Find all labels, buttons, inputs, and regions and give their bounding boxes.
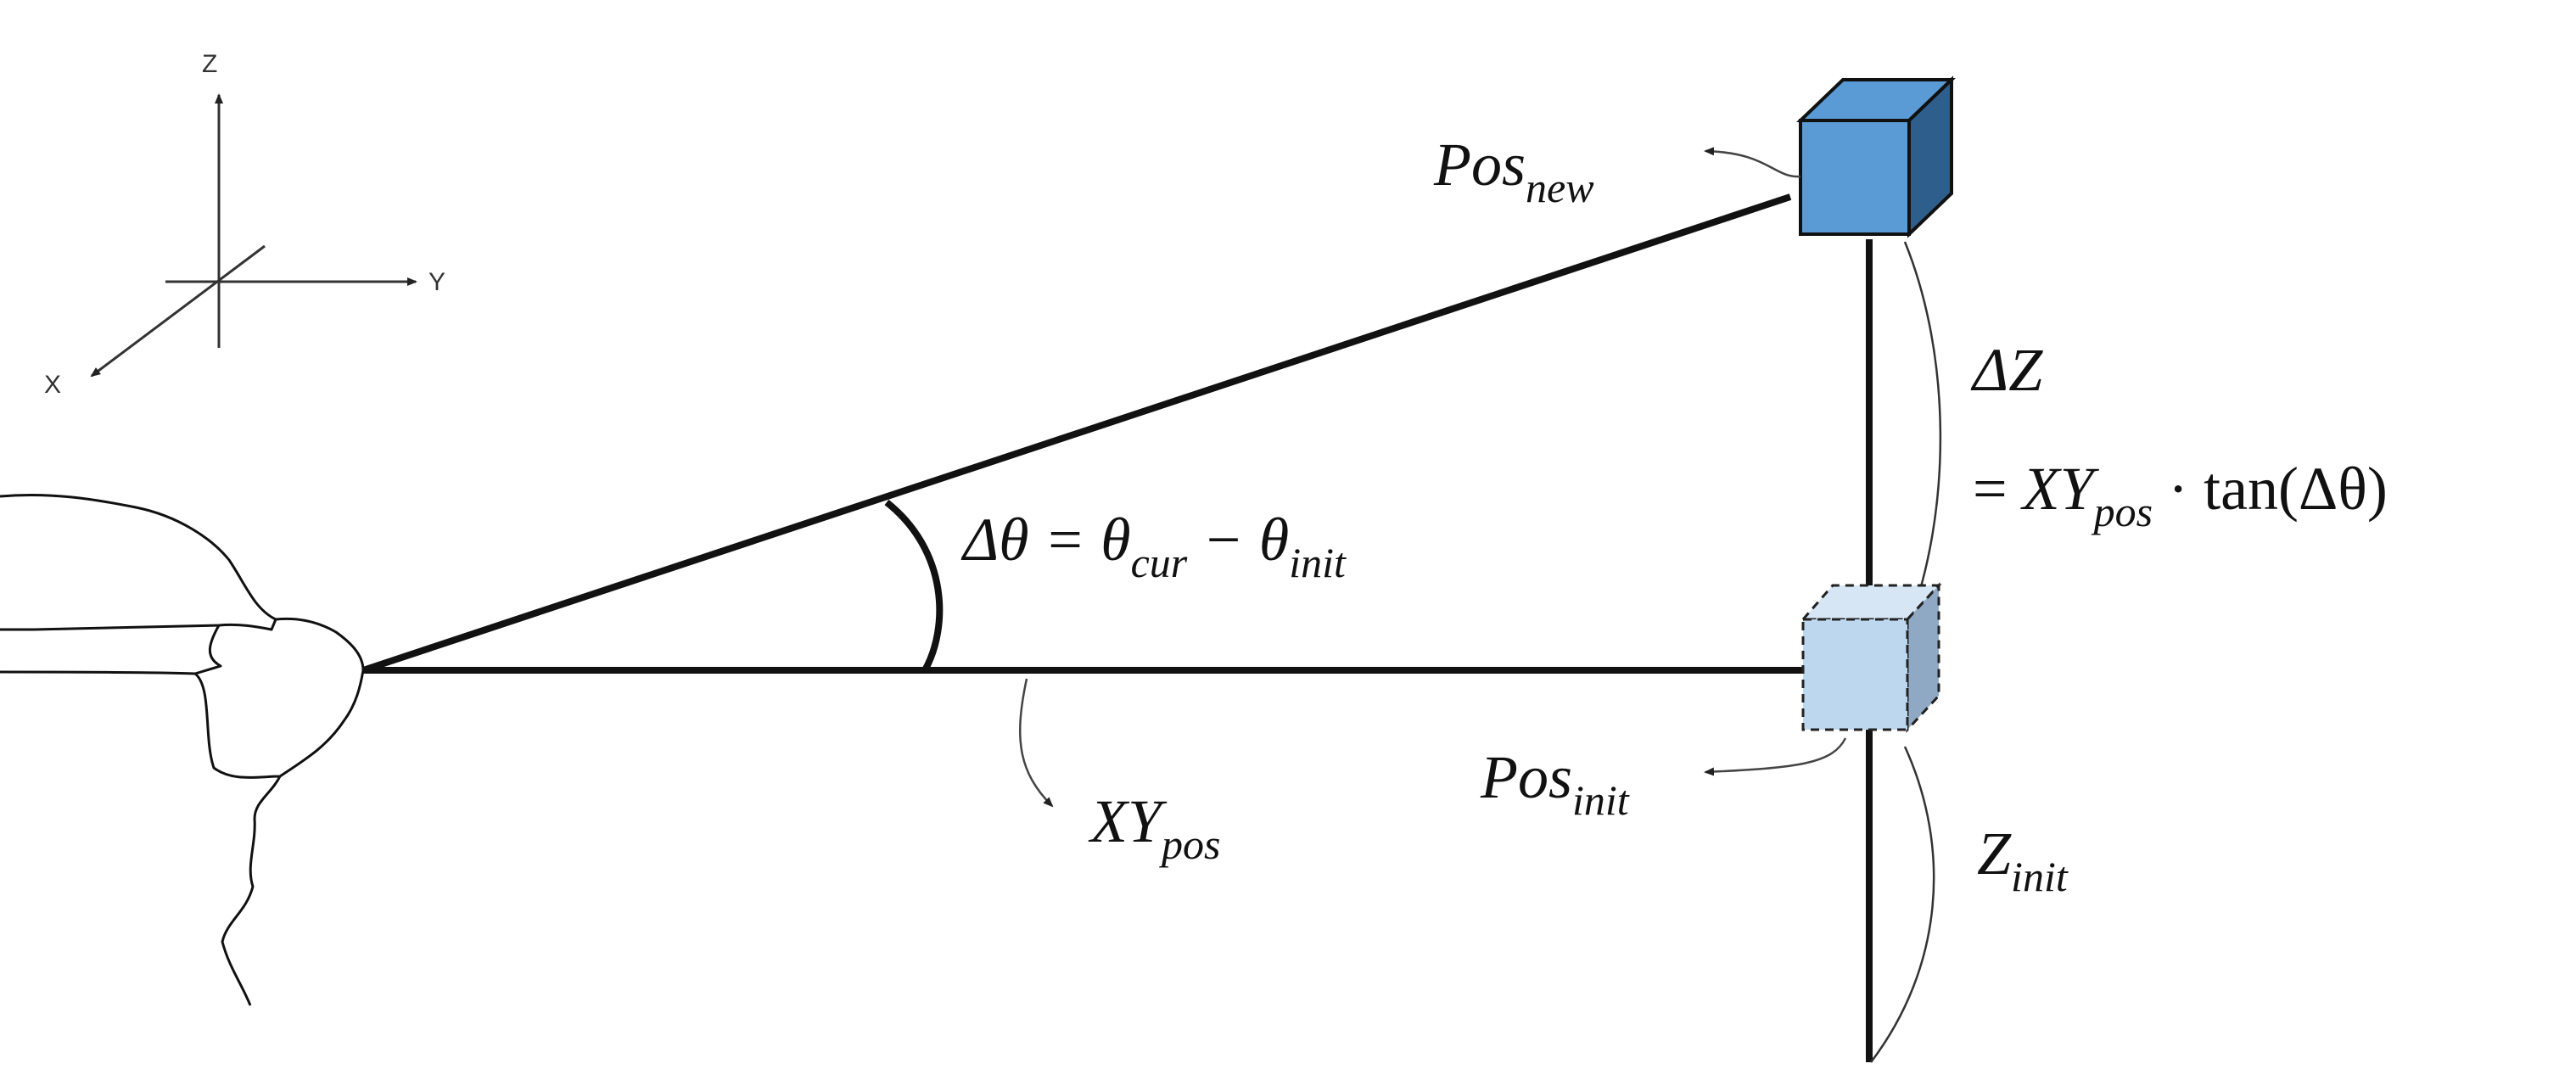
pos-init-label: Posinit [1480, 743, 1630, 824]
axes-indicator: Z Y X [44, 50, 445, 399]
z-axis-label: Z [202, 50, 217, 78]
z-init-label: Zinit [1977, 820, 2069, 900]
cube-init-side [1906, 582, 1940, 733]
cube-init-front [1801, 618, 1909, 731]
cube-init [1800, 582, 1942, 733]
pos-new-label: Posnew [1433, 131, 1594, 211]
cube-new-front [1799, 119, 1911, 236]
delta-z-heading: ΔZ [1970, 336, 2043, 404]
xy-pos-label: XYpos [1088, 787, 1221, 868]
xy-pos-pointer [1019, 678, 1054, 808]
pointer-arrows [1019, 147, 1847, 808]
sight-line-new [361, 193, 1792, 674]
pos-init-pointer [1704, 737, 1847, 776]
angle-equation: Δθ = θcur − θinit [960, 506, 1347, 586]
y-axis-label: Y [428, 268, 445, 296]
geometry-lines [361, 193, 1873, 1062]
cube-new [1796, 76, 1956, 238]
delta-z-brace [1903, 241, 1942, 624]
brace-curves [1870, 241, 1942, 1063]
pos-new-pointer [1704, 147, 1801, 178]
angle-arc [884, 499, 944, 672]
user-head-outline [0, 493, 365, 1006]
delta-z-equation: = XYpos · tan(Δθ) [1973, 455, 2388, 535]
x-axis-line [90, 244, 266, 378]
x-axis-label: X [44, 371, 61, 399]
z-init-brace [1870, 746, 1935, 1063]
